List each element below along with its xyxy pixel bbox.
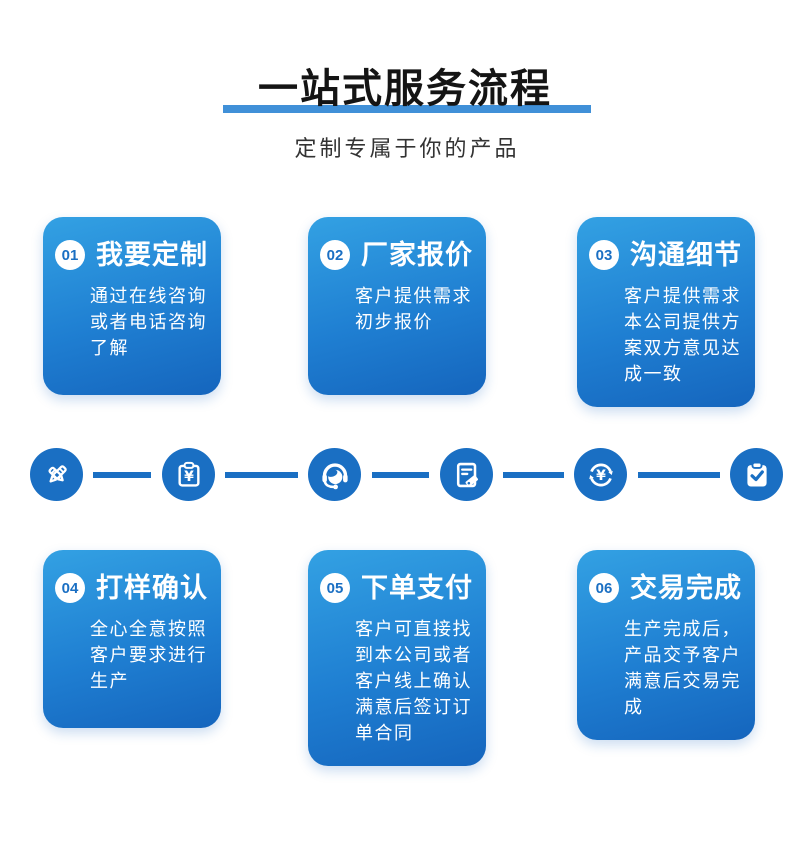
step-card-06: 06 交易完成 生产完成后，产品交予客户满意后交易完成 <box>577 550 755 740</box>
step-number-badge: 03 <box>589 240 619 270</box>
customer-service-headset-icon <box>308 448 361 501</box>
step-title: 沟通细节 <box>630 240 742 270</box>
step-description: 通过在线咨询或者电话咨询了解 <box>90 286 207 358</box>
contract-document-tag-icon <box>440 448 493 501</box>
design-pens-icon <box>30 448 83 501</box>
currency-exchange-icon: ¥ <box>574 448 627 501</box>
step-title: 厂家报价 <box>361 240 473 270</box>
step-card-05: 05 下单支付 客户可直接找到本公司或者客户线上确认满意后签订订单合同 <box>308 550 486 766</box>
step-header: 03 沟通细节 <box>589 239 741 271</box>
page-subtitle: 定制专属于你的产品 <box>294 136 520 161</box>
step-description: 客户可直接找到本公司或者客户线上确认满意后签订订单合同 <box>355 619 472 743</box>
step-header: 06 交易完成 <box>589 572 741 604</box>
step-number-badge: 06 <box>589 573 619 603</box>
step-number-badge: 02 <box>320 240 350 270</box>
step-title: 下单支付 <box>361 573 473 603</box>
step-description: 客户提供需求初步报价 <box>355 286 472 332</box>
step-card-03: 03 沟通细节 客户提供需求本公司提供方案双方意见达成一致 <box>577 217 755 407</box>
connector-line <box>503 472 564 478</box>
step-header: 02 厂家报价 <box>320 239 472 271</box>
step-card-02: 02 厂家报价 客户提供需求初步报价 <box>308 217 486 395</box>
step-title: 交易完成 <box>630 573 742 603</box>
step-header: 05 下单支付 <box>320 572 472 604</box>
step-description: 客户提供需求本公司提供方案双方意见达成一致 <box>624 286 741 384</box>
step-number-badge: 05 <box>320 573 350 603</box>
connector-line <box>225 472 298 478</box>
order-complete-clipboard-icon <box>730 448 783 501</box>
step-card-04: 04 打样确认 全心全意按照客户要求进行生产 <box>43 550 221 728</box>
title-underline-bar <box>223 105 591 113</box>
step-description: 生产完成后，产品交予客户满意后交易完成 <box>624 619 741 717</box>
step-number-badge: 01 <box>55 240 85 270</box>
step-title: 我要定制 <box>96 240 208 270</box>
connector-line <box>372 472 429 478</box>
step-title: 打样确认 <box>96 573 208 603</box>
page-title: 一站式服务流程 <box>258 67 552 111</box>
step-header: 04 打样确认 <box>55 572 207 604</box>
connector-line <box>638 472 720 478</box>
svg-text:¥: ¥ <box>596 468 606 484</box>
connector-line <box>93 472 151 478</box>
step-header: 01 我要定制 <box>55 239 207 271</box>
step-number-badge: 04 <box>55 573 85 603</box>
quote-clipboard-yuan-icon: ¥ <box>162 448 215 501</box>
svg-text:¥: ¥ <box>184 469 194 485</box>
step-description: 全心全意按照客户要求进行生产 <box>90 619 207 691</box>
step-card-01: 01 我要定制 通过在线咨询或者电话咨询了解 <box>43 217 221 395</box>
